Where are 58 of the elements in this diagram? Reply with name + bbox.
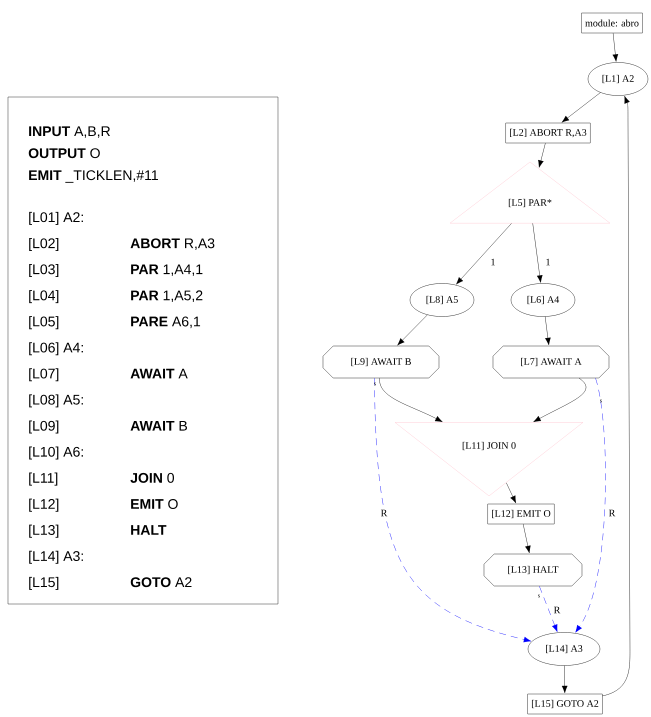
- code-statement: GOTO A2: [130, 577, 192, 588]
- arrow: [374, 378, 532, 642]
- code-line: [L14] A3:: [29, 550, 83, 564]
- line-number: [L09]: [29, 420, 58, 434]
- code-line: [L08] A5:: [29, 394, 83, 408]
- code-line: [L06] A4:: [29, 342, 83, 356]
- arrow: [538, 143, 546, 168]
- arrow: [397, 314, 428, 346]
- arrow: [562, 666, 568, 694]
- code-statement: EMIT O: [131, 499, 178, 509]
- await-octagon: [L9] AWAIT B: [322, 346, 440, 378]
- code-statement: AWAIT B: [130, 420, 187, 431]
- code-statement: AWAIT A: [130, 368, 188, 378]
- arrow: [539, 586, 558, 632]
- arrow: [562, 92, 601, 122]
- code-line: OUTPUT O: [28, 148, 100, 158]
- line-number: [L04]: [29, 290, 58, 304]
- code-statement: PAR 1,A5,2: [131, 290, 202, 302]
- line-number: [L12]: [29, 498, 58, 512]
- join-triangle: [L11] JOIN 0: [394, 422, 584, 496]
- edge-label: 1: [544, 258, 552, 266]
- edge-label: R: [380, 508, 388, 518]
- process-box: [L15] GOTO A2: [528, 694, 602, 714]
- line-number: [L05]: [29, 316, 58, 330]
- await-octagon: [L7] AWAIT A: [492, 346, 610, 378]
- code-statement: JOIN 0: [130, 472, 174, 483]
- arrow: [602, 96, 630, 696]
- code-line: EMIT _TICKLEN,#11: [29, 170, 158, 183]
- edge-label: 1: [490, 258, 496, 266]
- await-octagon: [L13] HALT: [484, 554, 582, 586]
- arrow: [532, 223, 543, 283]
- code-statement: PAR 1,A4,1: [131, 264, 202, 276]
- process-box: module: abro: [581, 12, 643, 34]
- arrow: [544, 316, 551, 346]
- code-statement: PARE A6,1: [131, 316, 200, 328]
- code-statement: HALT: [131, 525, 166, 535]
- line-number: [L03]: [29, 264, 58, 277]
- arrow: [456, 223, 512, 284]
- code-line: [L01] A2:: [29, 212, 83, 225]
- line-number: [L11]: [29, 472, 58, 486]
- arrow: [612, 33, 618, 62]
- line-number: [L02]: [29, 238, 58, 251]
- line-number: [L13]: [29, 524, 58, 538]
- edge-label: R: [552, 606, 562, 614]
- arrow: [506, 482, 516, 504]
- line-number: [L07]: [29, 368, 58, 382]
- arrow: [575, 378, 606, 633]
- arrow: [533, 378, 586, 422]
- code-line: [L10] A6:: [29, 446, 83, 460]
- fork-triangle: [L5] PAR*: [450, 162, 610, 224]
- arrow: [522, 524, 531, 554]
- arrow: [379, 378, 443, 422]
- edge-label: R: [608, 508, 616, 518]
- code-statement: ABORT R,A3: [130, 238, 214, 250]
- line-number: [L15]: [29, 576, 58, 590]
- process-box: [L12] EMIT O: [488, 504, 554, 524]
- process-box: [L2] ABORT R,A3: [506, 122, 590, 144]
- code-line: INPUT A,B,R: [29, 126, 110, 138]
